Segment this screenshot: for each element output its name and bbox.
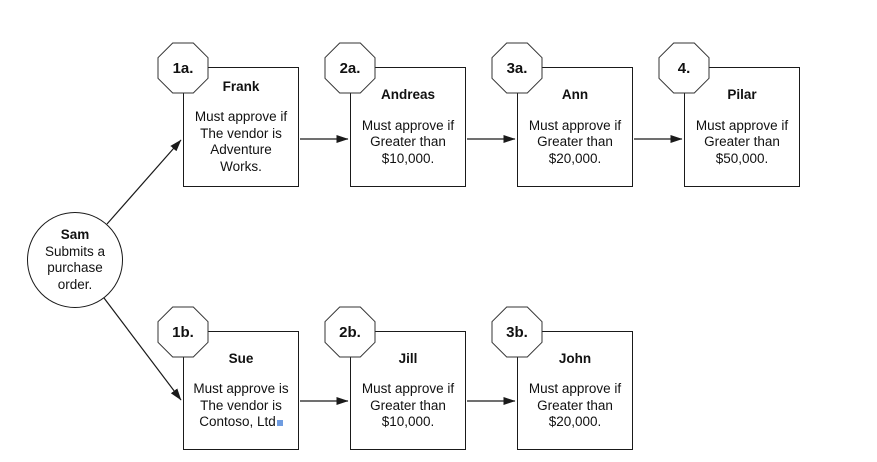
start-node-sam[interactable]: Sam Submits a purchase order.: [27, 212, 123, 308]
approver-name: Ann: [561, 87, 589, 102]
approval-node-frank[interactable]: Frank Must approve if The vendor is Adve…: [183, 67, 299, 187]
approver-name: John: [558, 350, 592, 366]
approval-condition-text: Must approve is The vendor is Contoso, L…: [193, 381, 289, 429]
approval-condition: Must approve if Greater than $10,000.: [361, 381, 455, 429]
approval-condition: Must approve if Greater than $50,000.: [695, 117, 789, 166]
approver-name: Frank: [222, 78, 260, 94]
approval-condition: Must approve is The vendor is Contoso, L…: [193, 381, 288, 431]
step-badge-1b: 1b.: [172, 323, 194, 341]
approver-name: Sue: [228, 350, 254, 366]
start-node-description: Submits a purchase order.: [44, 243, 106, 292]
approval-node-john[interactable]: John Must approve if Greater than $20,00…: [517, 331, 633, 450]
approval-condition: Must approve if The vendor is Adventure …: [194, 109, 288, 174]
approval-node-ann[interactable]: Ann Must approve if Greater than $20,000…: [517, 67, 633, 187]
approver-name: Andreas: [380, 87, 436, 102]
step-badge-3a: 3a.: [506, 59, 528, 77]
connector-start-to-1a: [106, 139, 182, 225]
approval-condition: Must approve if Greater than $10,000.: [361, 117, 455, 166]
approval-node-andreas[interactable]: Andreas Must approve if Greater than $10…: [350, 67, 466, 187]
step-badge-3b: 3b.: [506, 323, 528, 341]
text-cursor: [276, 420, 283, 426]
approver-name: Jill: [398, 350, 418, 366]
approval-condition: Must approve if Greater than $20,000.: [528, 381, 622, 429]
step-badge-1a: 1a.: [172, 59, 194, 77]
start-node-title: Sam: [60, 227, 90, 242]
approver-name: Pilar: [727, 87, 757, 102]
approval-condition: Must approve if Greater than $20,000.: [528, 117, 622, 166]
step-badge-2a: 2a.: [339, 59, 361, 77]
step-badge-4: 4.: [677, 59, 691, 77]
step-badge-2b: 2b.: [339, 323, 361, 341]
